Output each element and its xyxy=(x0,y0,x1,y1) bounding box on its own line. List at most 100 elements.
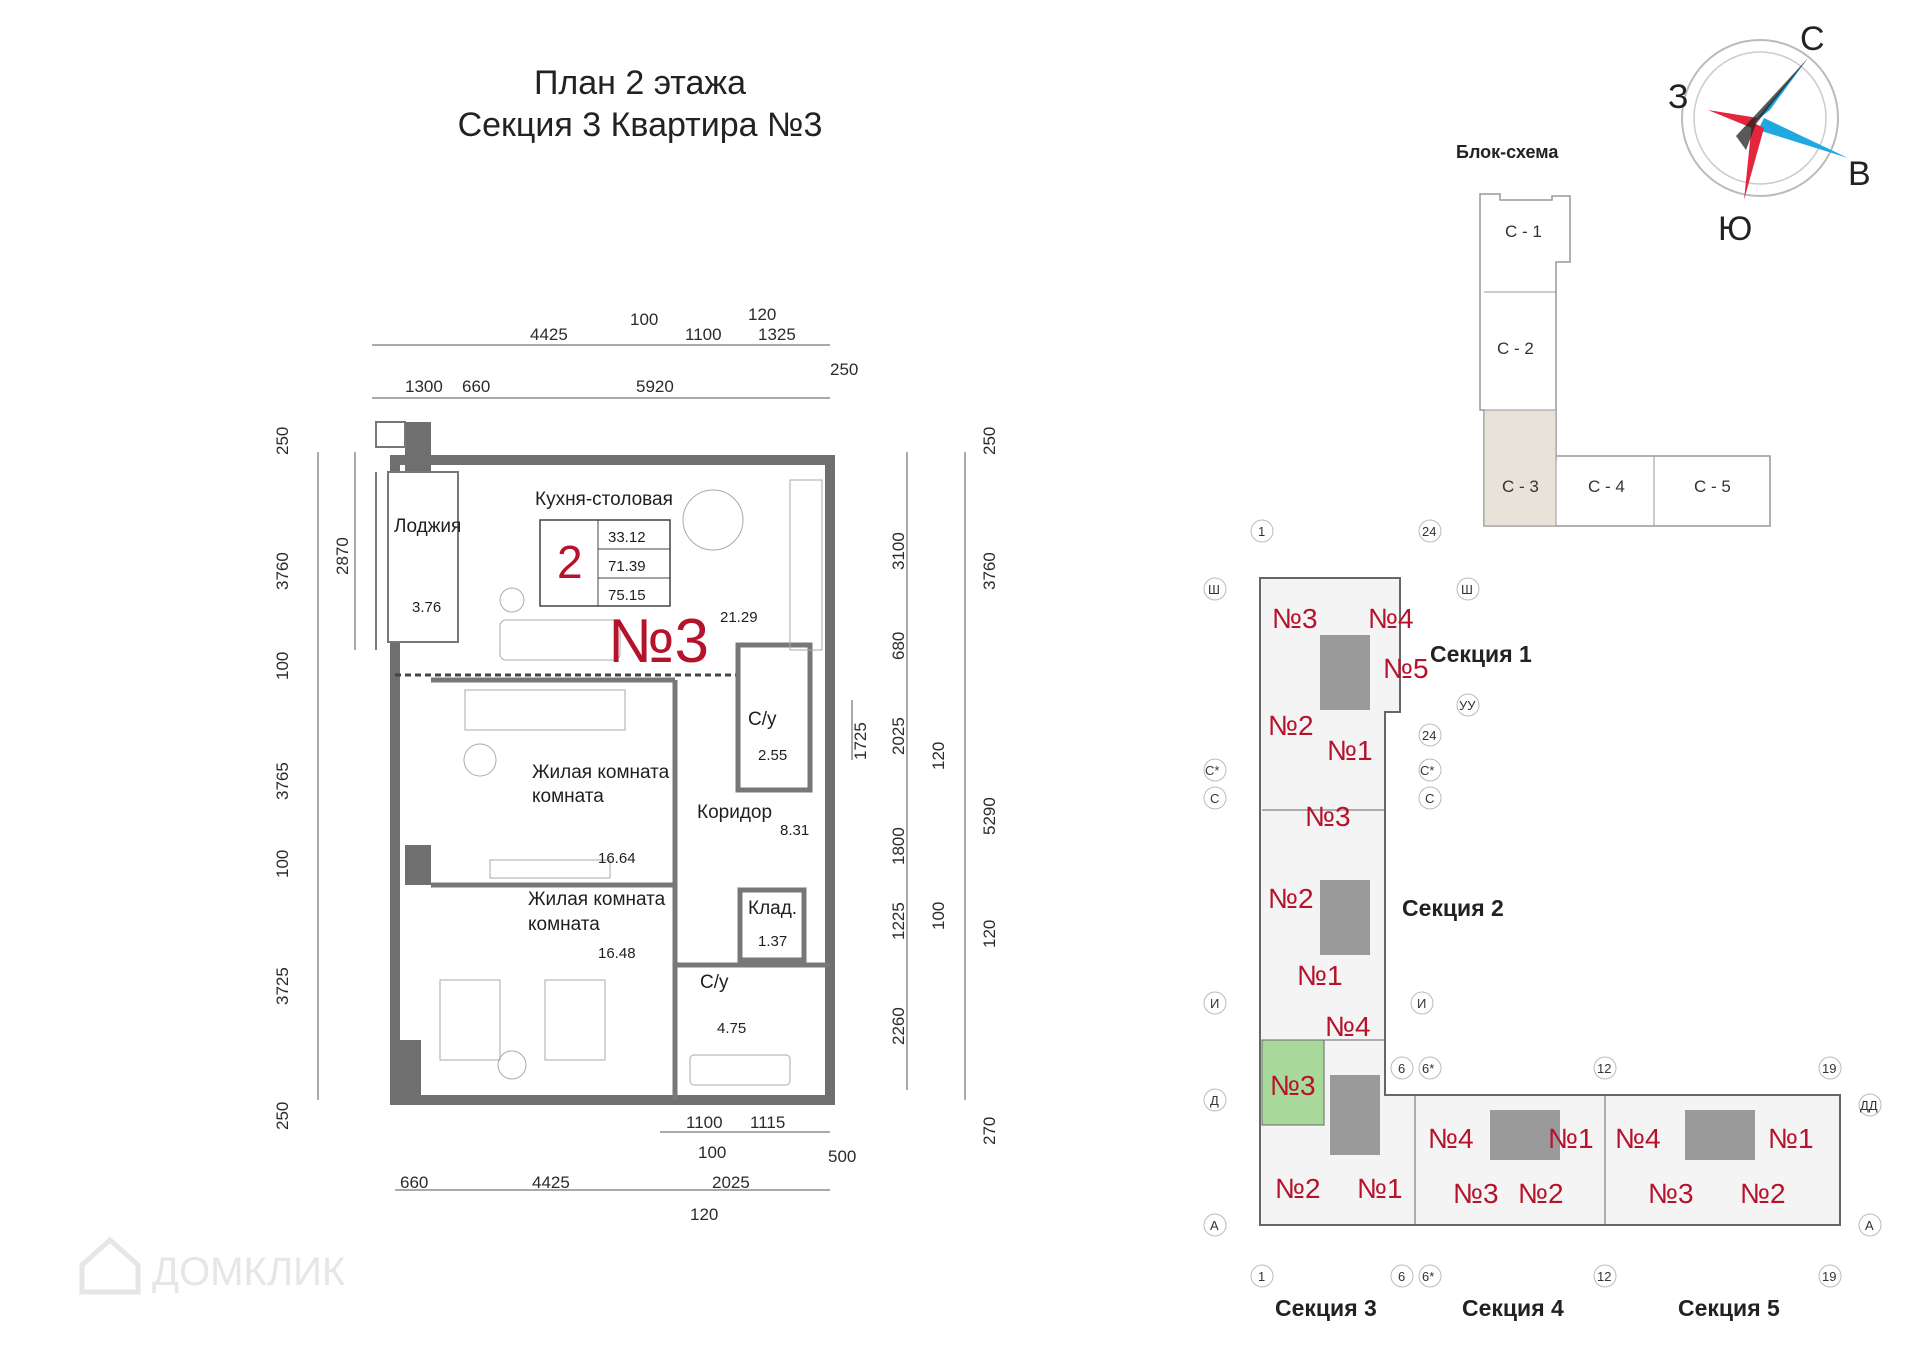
block-scheme: Блок-схема С - 1 С - 2 С - 3 С - 4 С - 5 xyxy=(1456,142,1771,527)
s4-apt-4: №4 xyxy=(1428,1123,1474,1154)
key-section-5: Секция 5 xyxy=(1678,1295,1780,1321)
dimension-lines xyxy=(317,344,966,1191)
dimensions-top: 4425 100 1100 120 1325 1300 660 5920 250 xyxy=(405,305,858,396)
compass-west: З xyxy=(1668,78,1689,116)
s2-apt-3: №3 xyxy=(1305,801,1351,832)
axis-i-left: И xyxy=(1210,996,1219,1011)
dim-left-1: 3760 xyxy=(273,552,292,590)
compass-north: С xyxy=(1800,20,1825,58)
room-bath1-area: 2.55 xyxy=(758,747,787,764)
area-living: 33.12 xyxy=(608,529,646,546)
room-bath2-name: С/у xyxy=(700,972,729,993)
dimensions-right: 3100 680 2025 120 1800 1225 100 2260 172… xyxy=(851,427,999,1145)
axis-dd: ДД xyxy=(1860,1098,1878,1113)
s1-apt-5: №5 xyxy=(1383,653,1429,684)
room-bed1-area: 16.64 xyxy=(598,850,636,867)
block-c5: С - 5 xyxy=(1694,477,1731,496)
s1-apt-4: №4 xyxy=(1368,603,1414,634)
axis-1-top: 1 xyxy=(1258,524,1265,539)
dim-right-3: 120 xyxy=(929,742,948,770)
dim-left-4: 100 xyxy=(273,850,292,878)
axis-cstar-right: С* xyxy=(1420,763,1434,778)
dim-bottom2-1: 4425 xyxy=(532,1173,570,1192)
key-section-2: Секция 2 xyxy=(1402,895,1504,921)
dim-top1-3: 120 xyxy=(748,305,776,324)
dim-top1-2: 1100 xyxy=(685,325,722,344)
key-section-1: Секция 1 xyxy=(1430,641,1532,667)
watermark-text: ДОМКЛИК xyxy=(152,1250,346,1294)
dim-right-5: 1225 xyxy=(889,902,908,940)
s1-apt-3: №3 xyxy=(1272,603,1318,634)
room-bath1-name: С/у xyxy=(748,709,777,730)
room-bed2-name-line2: комната xyxy=(528,914,600,935)
area-total: 71.39 xyxy=(608,558,646,575)
axis-a-left: А xyxy=(1210,1218,1219,1233)
block-c3: С - 3 xyxy=(1502,477,1539,496)
room-kitchen-name: Кухня-столовая xyxy=(535,489,673,510)
dim-bottom1-0: 1100 xyxy=(686,1113,723,1132)
dim-right-4: 1800 xyxy=(889,827,908,865)
rooms-count: 2 xyxy=(557,536,583,588)
dimensions-left: 250 3760 100 3765 100 3725 250 2870 xyxy=(273,427,352,1130)
s4-apt-1: №1 xyxy=(1548,1123,1594,1154)
dim-top1-4: 1325 xyxy=(758,325,796,344)
axis-24-top: 24 xyxy=(1422,524,1436,539)
dim-left-2: 100 xyxy=(273,652,292,680)
dim-bottom2-0: 660 xyxy=(400,1173,428,1192)
dim-right-outer-1: 3760 xyxy=(980,552,999,590)
dim-bottom2-3: 120 xyxy=(690,1205,718,1224)
dim-right-2: 2025 xyxy=(889,717,908,755)
compass: С З В Ю xyxy=(1668,20,1871,248)
dim-left-0: 250 xyxy=(273,427,292,455)
room-corridor-name: Коридор xyxy=(697,802,772,823)
s3-apt-2: №2 xyxy=(1275,1173,1321,1204)
dim-left-inner-0: 2870 xyxy=(333,537,352,575)
key-section-3: Секция 3 xyxy=(1275,1295,1377,1321)
dim-left-5: 3725 xyxy=(273,967,292,1005)
s5-apt-2: №2 xyxy=(1740,1178,1786,1209)
room-loggia-area: 3.76 xyxy=(412,599,441,616)
room-storage-area: 1.37 xyxy=(758,933,787,950)
dim-right-outer-4: 270 xyxy=(980,1117,999,1145)
axis-6star-top: 6* xyxy=(1422,1061,1434,1076)
block-c2: С - 2 xyxy=(1497,339,1534,358)
s5-apt-3: №3 xyxy=(1648,1178,1694,1209)
axis-c-left: С xyxy=(1210,791,1219,806)
dim-bottom1-3: 500 xyxy=(828,1147,856,1166)
axis-12-bottom: 12 xyxy=(1597,1269,1611,1284)
dim-top2-0: 1300 xyxy=(405,377,443,396)
dim-top1-0: 4425 xyxy=(530,325,568,344)
dim-bottom2-2: 2025 xyxy=(712,1173,750,1192)
dim-top2-3: 250 xyxy=(830,360,858,379)
plan-title: План 2 этажа xyxy=(533,64,747,102)
s5-apt-1: №1 xyxy=(1768,1123,1814,1154)
dim-right-0: 3100 xyxy=(889,532,908,570)
block-c1: С - 1 xyxy=(1505,222,1542,241)
axis-uu: УУ xyxy=(1459,698,1476,713)
axis-6-top: 6 xyxy=(1398,1061,1405,1076)
room-bed1-name: Жилая комната xyxy=(532,762,670,783)
dim-top2-1: 660 xyxy=(462,377,490,396)
room-bed2-name: Жилая комната xyxy=(528,889,666,910)
axis-19-top: 19 xyxy=(1822,1061,1836,1076)
dim-right-7: 2260 xyxy=(889,1007,908,1045)
axis-6-bottom: 6 xyxy=(1398,1269,1405,1284)
s2-apt-1: №1 xyxy=(1297,960,1343,991)
dim-left-6: 250 xyxy=(273,1102,292,1130)
key-plan: Секция 1 Секция 2 Секция 3 Секция 4 Секц… xyxy=(1203,519,1882,1321)
s1-apt-2: №2 xyxy=(1268,710,1314,741)
room-corridor-area: 8.31 xyxy=(780,822,809,839)
axis-c-right: С xyxy=(1425,791,1434,806)
compass-south: Ю xyxy=(1718,210,1752,248)
axis-d: Д xyxy=(1210,1093,1219,1108)
s5-apt-4: №4 xyxy=(1615,1123,1661,1154)
key-section-4: Секция 4 xyxy=(1462,1295,1564,1321)
axis-12-top: 12 xyxy=(1597,1061,1611,1076)
s4-apt-3: №3 xyxy=(1453,1178,1499,1209)
dim-top1-1: 100 xyxy=(630,310,658,329)
dimensions-bottom: 1100 1115 100 500 660 4425 2025 120 xyxy=(400,1113,856,1224)
dim-right-outer-3: 120 xyxy=(980,920,999,948)
room-bed2-area: 16.48 xyxy=(598,945,636,962)
s3-apt-1: №1 xyxy=(1357,1173,1403,1204)
